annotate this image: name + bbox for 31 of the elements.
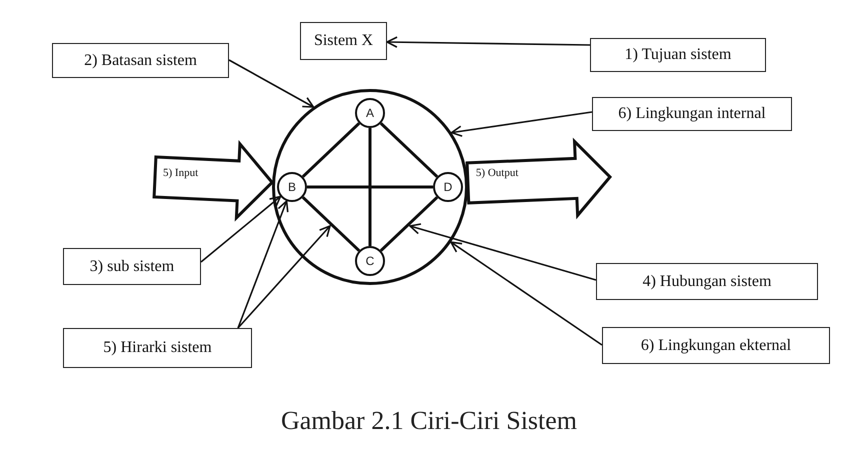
subsystem-circle: C: [355, 246, 385, 276]
text-box: 1) Tujuan sistem: [590, 38, 766, 72]
subsystem-circle: B: [277, 172, 307, 202]
connector-line: [302, 122, 360, 178]
leader-line: [228, 59, 314, 108]
connector-line: [368, 128, 372, 246]
leader-line: [450, 241, 602, 346]
leader-line: [386, 36, 590, 48]
block-arrow: [152, 140, 274, 222]
leader-line: [450, 111, 592, 137]
text-box: 6) Lingkungan internal: [592, 97, 792, 131]
text-box: Sistem X: [300, 22, 387, 60]
text-box: 6) Lingkungan ekternal: [602, 327, 830, 364]
text-box: 2) Batasan sistem: [52, 43, 229, 78]
block-arrow: [466, 138, 612, 220]
caption: Gambar 2.1 Ciri-Ciri Sistem: [280, 406, 578, 436]
connector-line: [307, 186, 433, 188]
subsystem-circle: D: [433, 172, 463, 202]
leader-line: [237, 200, 289, 328]
connector-line: [302, 196, 360, 252]
text-box: 5) Hirarki sistem: [63, 328, 252, 368]
text-box: 4) Hubungan sistem: [596, 263, 818, 300]
leader-line: [237, 225, 331, 329]
connector-line: [380, 196, 438, 252]
leader-line: [409, 223, 596, 281]
edge-label: 5) Input: [163, 166, 198, 179]
text-box: 3) sub sistem: [63, 248, 201, 285]
connector-line: [380, 122, 438, 178]
leader-line: [200, 196, 282, 263]
system-boundary-circle: [272, 89, 468, 285]
subsystem-circle: A: [355, 98, 385, 128]
